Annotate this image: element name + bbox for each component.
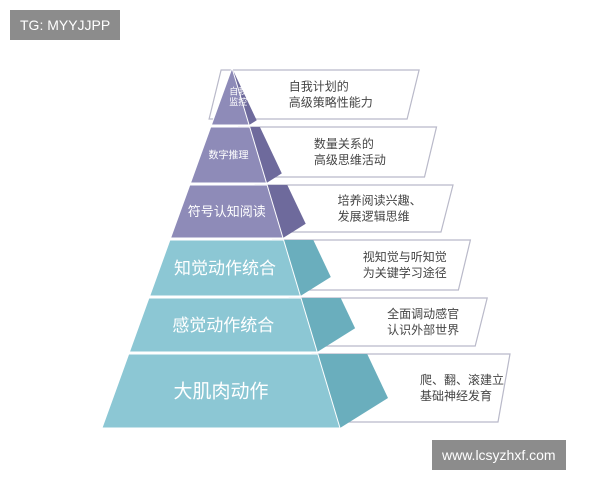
level-description-line: 为关键学习途径 xyxy=(363,265,447,280)
tier-label: 数字推理 xyxy=(208,149,248,162)
tier-front-1 xyxy=(189,126,268,184)
tier-front-4 xyxy=(128,297,318,353)
level-description-line: 视知觉与听知觉 xyxy=(363,249,447,264)
level-description-line: 高级思维活动 xyxy=(314,152,386,167)
level-description-line: 数量关系的 xyxy=(314,136,374,151)
tier-label: 自我 xyxy=(229,85,247,97)
tier-side-0 xyxy=(232,68,257,125)
tier-side-3 xyxy=(283,240,331,296)
tier-side-2 xyxy=(267,185,306,238)
level-description-line: 高级策略性能力 xyxy=(289,95,373,110)
tier-side-1 xyxy=(249,127,282,183)
level-description-line: 自我计划的 xyxy=(289,79,349,94)
level-description-line: 发展逻辑思维 xyxy=(338,209,410,224)
tier-label: 知觉动作统合 xyxy=(174,259,276,279)
level-description-line: 全面调动感官 xyxy=(387,306,459,321)
tier-front-5 xyxy=(101,353,341,429)
watermark-bottom: www.lcsyzhxf.com xyxy=(432,440,566,470)
level-description-line: 培养阅读兴趣、 xyxy=(338,193,422,208)
tier-label: 大肌肉动作 xyxy=(173,381,268,403)
tier-front-3 xyxy=(148,239,302,297)
tier-label: 感觉动作统合 xyxy=(172,316,274,336)
level-description-line: 爬、翻、滚建立 xyxy=(420,372,504,387)
tier-label: 符号认知阅读 xyxy=(188,204,266,220)
level-description-line: 基础神经发育 xyxy=(420,388,492,403)
level-card-0 xyxy=(208,69,420,120)
level-description-line: 认识外部世界 xyxy=(387,322,459,337)
tier-front-2 xyxy=(169,184,284,239)
watermark-top: TG: MYYJJPP xyxy=(10,10,121,40)
tier-side-4 xyxy=(301,298,356,352)
description-cards: 自我计划的高级策略性能力数量关系的高级思维活动培养阅读兴趣、发展逻辑思维视知觉与… xyxy=(208,69,511,423)
tier-label: 监控 xyxy=(229,96,247,108)
tier-side-5 xyxy=(317,354,388,428)
tier-front-0 xyxy=(210,66,250,126)
